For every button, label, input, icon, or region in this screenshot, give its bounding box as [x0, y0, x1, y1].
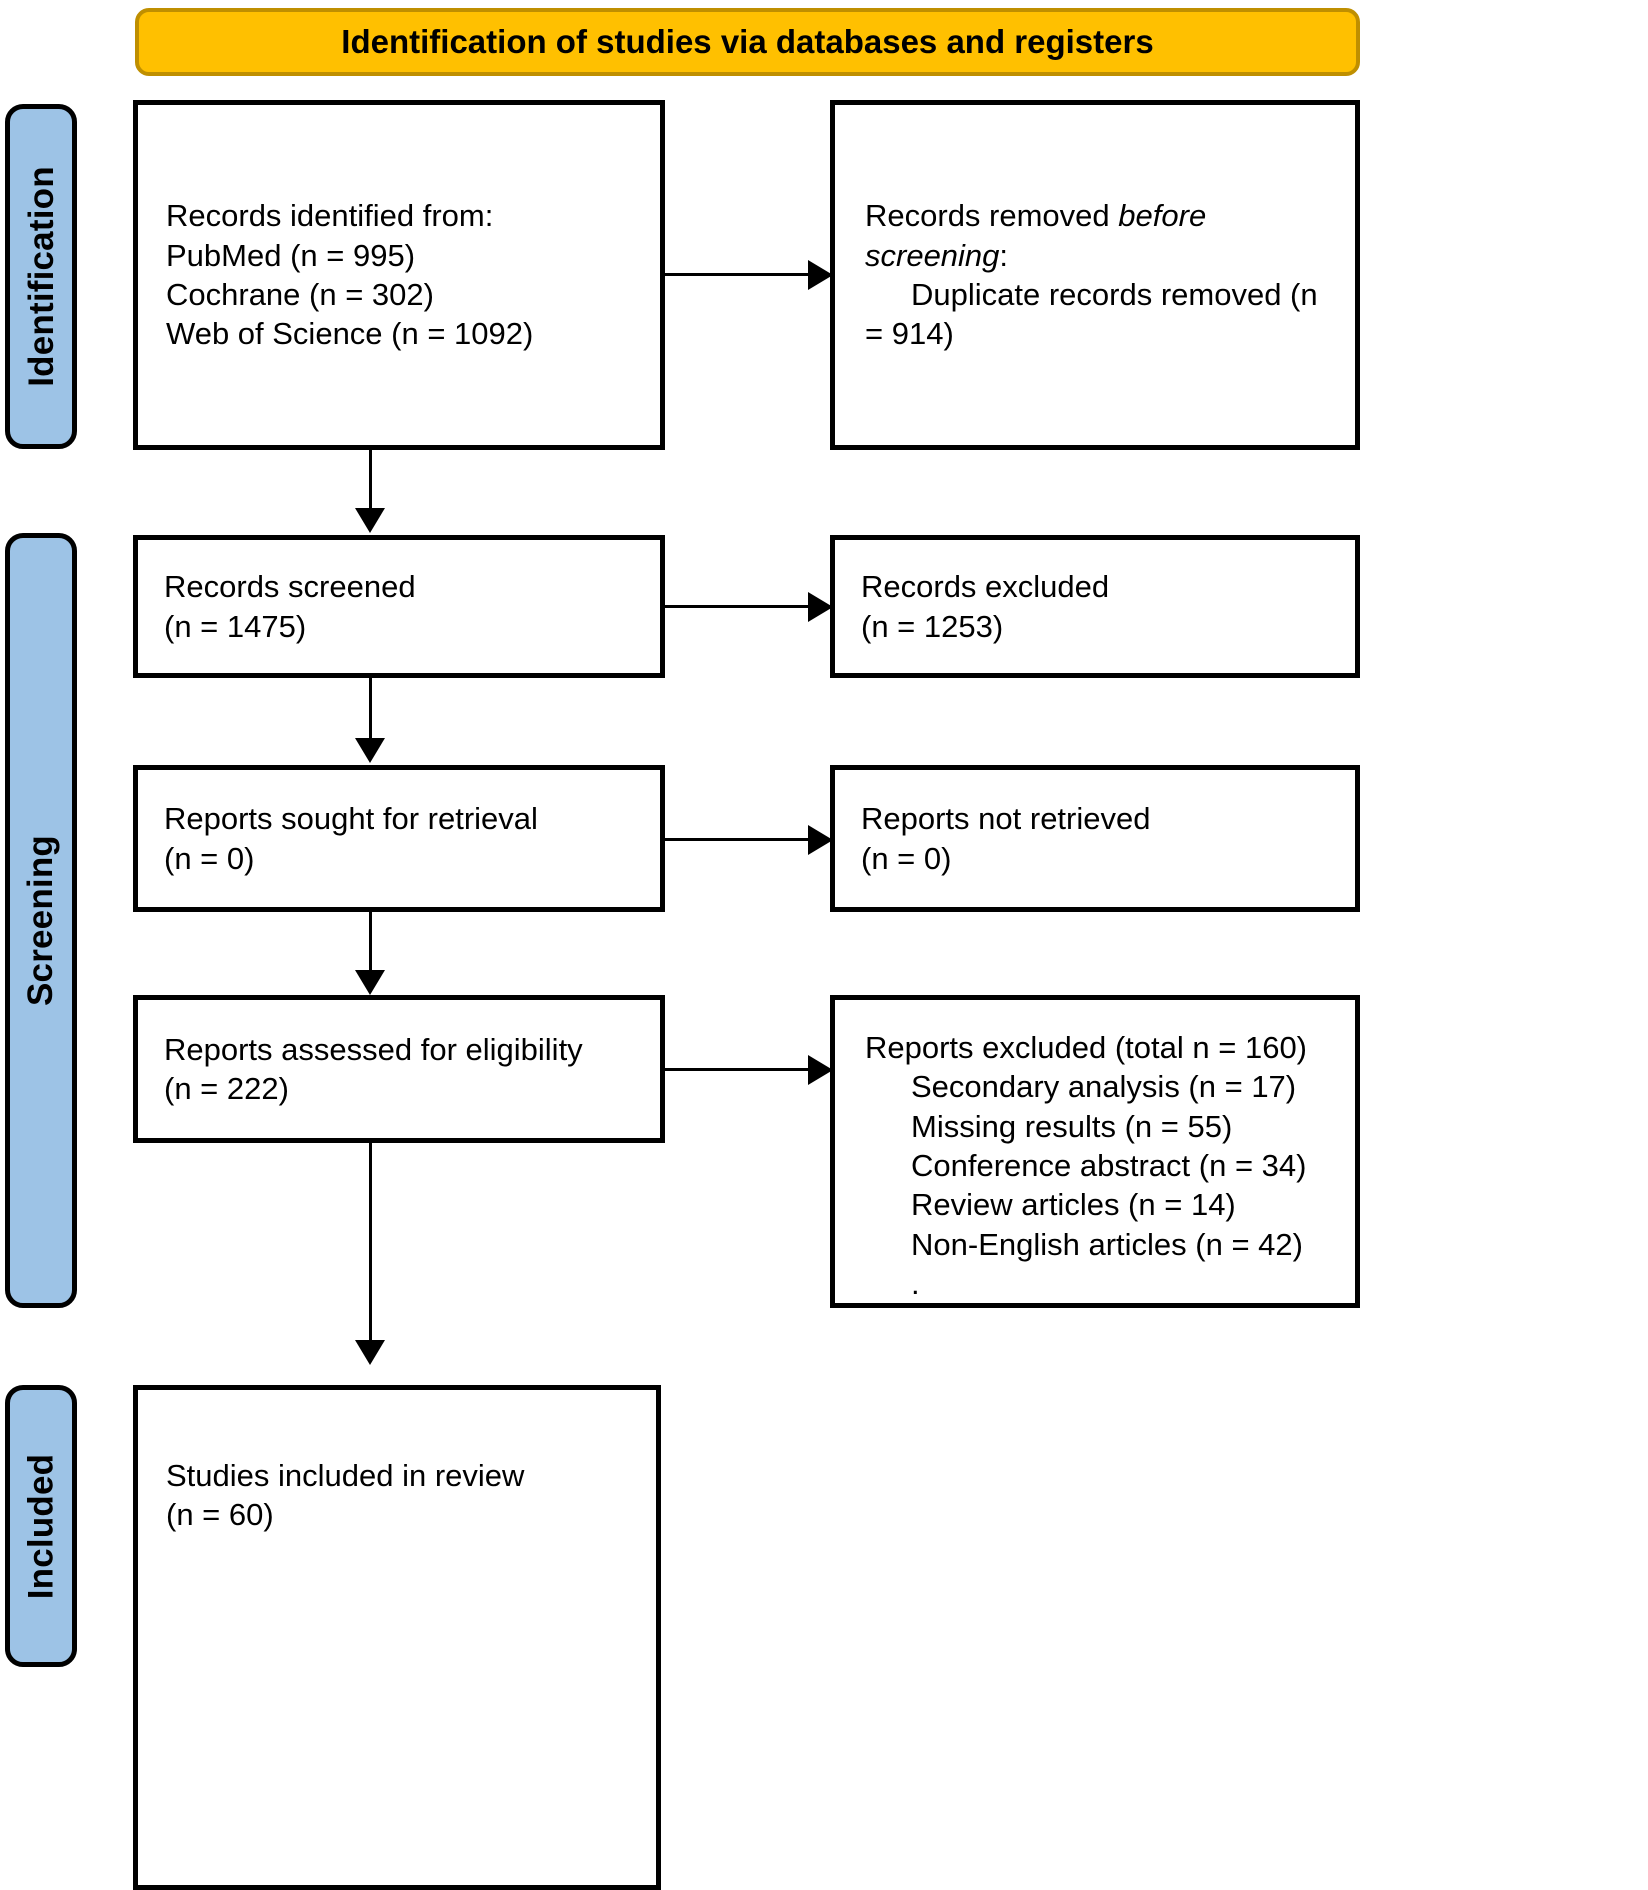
records-removed-line-2: screening: — [865, 236, 1355, 275]
stage-pill-included: Included — [5, 1385, 77, 1667]
arrowhead-identified-to-screened — [355, 508, 385, 533]
box-records-excluded: Records excluded (n = 1253) — [830, 535, 1360, 678]
box-reports-excluded: Reports excluded (total n = 160) Seconda… — [830, 995, 1360, 1308]
records-removed-line-3: Duplicate records removed (n — [911, 277, 1318, 312]
records-removed-colon: : — [999, 237, 1009, 273]
connector-screened-to-excluded — [665, 605, 810, 608]
header-title: Identification of studies via databases … — [341, 22, 1154, 60]
box-studies-included-in-review: Studies included in review (n = 60) — [133, 1385, 661, 1890]
reports-excluded-reason-2: Missing results (n = 55) — [911, 1108, 1233, 1144]
stage-label-included: Included — [21, 1453, 61, 1599]
studies-included-line-2: (n = 60) — [166, 1497, 274, 1533]
arrowhead-screened-to-sought — [355, 738, 385, 763]
reports-excluded-reason-1: Secondary analysis (n = 17) — [911, 1069, 1297, 1105]
connector-sought-to-not-retrieved — [665, 838, 810, 841]
records-identified-line-3: Cochrane (n = 302) — [166, 277, 434, 312]
stage-label-identification: Identification — [21, 166, 61, 387]
stage-label-screening: Screening — [21, 834, 61, 1007]
records-removed-italic-before: before — [1118, 198, 1207, 234]
arrowhead-identified-to-removed — [808, 260, 833, 290]
box-records-screened: Records screened (n = 1475) — [133, 535, 665, 678]
box-records-removed-before-screening: Records removed before screening: Duplic… — [830, 100, 1360, 450]
records-screened-line-1: Records screened — [164, 569, 416, 605]
records-excluded-line-2: (n = 1253) — [861, 608, 1004, 644]
records-removed-line-1: Records removed before — [865, 196, 1355, 235]
connector-screened-to-sought — [369, 678, 372, 740]
reports-assessed-line-1: Reports assessed for eligibility — [164, 1031, 583, 1067]
reports-sought-line-2: (n = 0) — [164, 840, 255, 876]
arrowhead-assessed-to-reports-excluded — [808, 1055, 833, 1085]
box-body: Records removed before screening: Duplic… — [835, 196, 1355, 353]
connector-assessed-to-included — [369, 1143, 372, 1343]
reports-not-retrieved-line-1: Reports not retrieved — [861, 801, 1151, 837]
box-body: Records identified from: PubMed (n = 995… — [138, 196, 660, 353]
box-body: Reports sought for retrieval (n = 0) — [138, 799, 660, 878]
box-body: Reports excluded (total n = 160) Seconda… — [835, 1000, 1355, 1304]
box-body: Reports assessed for eligibility (n = 22… — [138, 1030, 660, 1109]
arrowhead-sought-to-assessed — [355, 970, 385, 995]
records-identified-line-1: Records identified from: — [166, 198, 494, 234]
stage-pill-identification: Identification — [5, 104, 77, 449]
connector-sought-to-assessed — [369, 912, 372, 972]
reports-excluded-reason-4: Review articles (n = 14) — [911, 1187, 1236, 1223]
box-reports-sought-for-retrieval: Reports sought for retrieval (n = 0) — [133, 765, 665, 912]
connector-identified-to-screened — [369, 450, 372, 510]
arrowhead-sought-to-not-retrieved — [808, 825, 833, 855]
header-banner: Identification of studies via databases … — [135, 8, 1360, 76]
reports-assessed-line-2: (n = 222) — [164, 1071, 289, 1106]
records-removed-prefix: Records removed — [865, 198, 1119, 234]
records-identified-line-4: Web of Science (n = 1092) — [166, 316, 534, 352]
records-removed-line-4: = 914) — [865, 316, 954, 352]
box-body: Reports not retrieved (n = 0) — [835, 799, 1355, 878]
reports-sought-line-1: Reports sought for retrieval — [164, 801, 538, 837]
records-excluded-line-1: Records excluded — [861, 569, 1110, 605]
box-records-identified: Records identified from: PubMed (n = 995… — [133, 100, 665, 450]
records-screened-line-2: (n = 1475) — [164, 608, 307, 644]
studies-included-line-1: Studies included in review — [166, 1458, 525, 1493]
reports-excluded-heading: Reports excluded (total n = 160) — [865, 1030, 1308, 1065]
reports-excluded-reason-3: Conference abstract (n = 34) — [911, 1148, 1307, 1184]
records-removed-italic-screening: screening — [865, 237, 1000, 273]
records-identified-line-2: PubMed (n = 995) — [166, 237, 416, 273]
arrowhead-screened-to-excluded — [808, 592, 833, 622]
box-body: Records screened (n = 1475) — [138, 567, 660, 646]
reports-excluded-reason-5: Non-English articles (n = 42) — [911, 1226, 1303, 1262]
box-reports-not-retrieved: Reports not retrieved (n = 0) — [830, 765, 1360, 912]
stage-pill-screening: Screening — [5, 533, 77, 1308]
arrowhead-assessed-to-included — [355, 1340, 385, 1365]
reports-excluded-reason-6: . — [911, 1266, 920, 1302]
connector-assessed-to-reports-excluded — [665, 1068, 810, 1071]
connector-identified-to-removed — [665, 273, 810, 276]
reports-not-retrieved-line-2: (n = 0) — [861, 840, 952, 876]
box-body: Studies included in review (n = 60) — [138, 1390, 656, 1535]
box-reports-assessed-for-eligibility: Reports assessed for eligibility (n = 22… — [133, 995, 665, 1143]
box-body: Records excluded (n = 1253) — [835, 567, 1355, 646]
